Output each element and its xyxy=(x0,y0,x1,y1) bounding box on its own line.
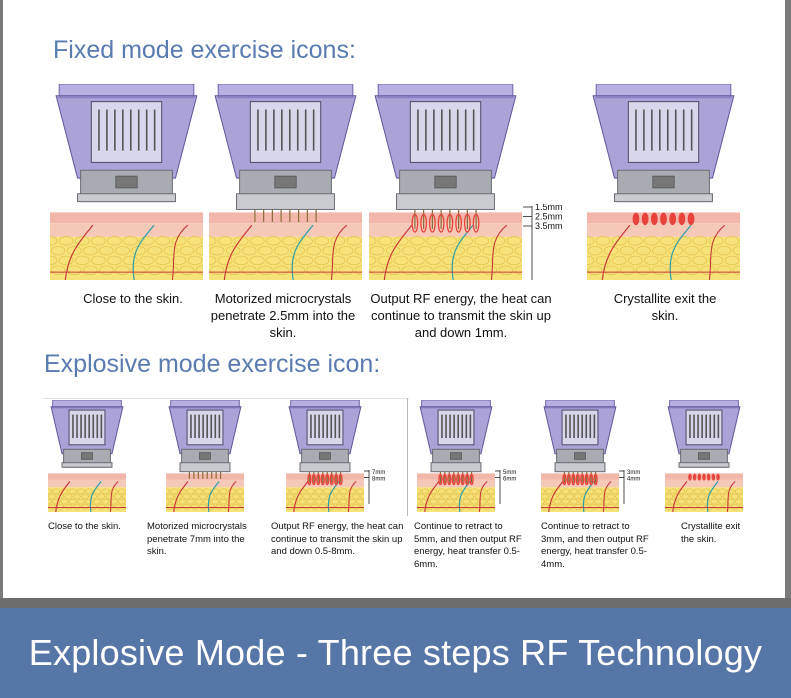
fixed-stage-2-skin xyxy=(201,212,370,281)
explosive-stage-6-illustration xyxy=(661,399,747,513)
explosive-stage-2-microneedles xyxy=(188,471,222,479)
explosive-stage-5-rf-energy xyxy=(562,473,598,486)
fixed-stage-4-device xyxy=(592,83,735,203)
explosive-stage-1-skin xyxy=(44,473,130,513)
fixed-stage-3 xyxy=(361,83,530,281)
explosive-stage-3-device xyxy=(288,399,362,473)
explosive-stage-3-skin xyxy=(282,473,368,513)
fixed-mode-heading: Fixed mode exercise icons: xyxy=(53,36,356,64)
explosive-depth-scale-1-label-1: 7mm xyxy=(372,470,385,476)
explosive-depth-scale-2-label-1: 5mm xyxy=(503,470,516,476)
explosive-stage-2-skin xyxy=(162,473,248,513)
explosive-stage-6-device xyxy=(667,399,741,468)
explosive-depth-scale-3-label-1: 3mm xyxy=(627,470,640,476)
fixed-stage-4 xyxy=(579,83,748,281)
explosive-stage-2-illustration xyxy=(162,399,248,513)
explosive-caption-3: Output RF energy, the heat can continue … xyxy=(271,521,404,557)
fixed-stage-1-illustration xyxy=(42,83,211,281)
fixed-stage-3-microneedles xyxy=(414,209,477,229)
explosive-stage-4-microneedles xyxy=(439,471,473,483)
fixed-stage-2-microneedles xyxy=(254,209,317,223)
fixed-stage-1-skin xyxy=(42,212,211,281)
explosive-caption-6: Crystallite exit the skin. xyxy=(681,521,741,545)
explosive-caption-1: Close to the skin. xyxy=(48,521,121,532)
explosive-stage-4-rf-energy xyxy=(438,473,474,486)
explosive-stage-5 xyxy=(537,399,623,513)
explosive-stage-5-device xyxy=(543,399,617,473)
explosive-stage-3-illustration xyxy=(282,399,368,513)
explosive-stage-5-illustration xyxy=(537,399,623,513)
explosive-stage-5-microneedles xyxy=(563,471,597,483)
explosive-stage-1-device xyxy=(50,399,124,468)
fixed-caption-2: Motorized microcrystals penetrate 2.5mm … xyxy=(210,291,356,340)
fixed-depth-scale-label-1: 1.5mm xyxy=(535,204,563,212)
explosive-depth-scale-2-label-2: 6mm xyxy=(503,477,516,483)
fixed-stage-1-device xyxy=(55,83,198,203)
footer-banner: Explosive Mode - Three steps RF Technolo… xyxy=(0,608,791,698)
explosive-stage-1 xyxy=(44,399,130,513)
explosive-stage-3-microneedles xyxy=(308,471,342,483)
explosive-stage-6 xyxy=(661,399,747,513)
explosive-stage-1-illustration xyxy=(44,399,130,513)
fixed-stage-2 xyxy=(201,83,370,281)
explosive-stage-6-rf-trace xyxy=(688,473,720,481)
fixed-stage-2-illustration xyxy=(201,83,370,281)
fixed-stage-3-illustration xyxy=(361,83,530,281)
explosive-stage-4-skin xyxy=(413,473,499,513)
explosive-caption-2: Motorized microcrystals penetrate 7mm in… xyxy=(147,521,247,557)
fixed-caption-4: Crystallite exit the skin. xyxy=(613,291,717,323)
explosive-depth-scale-1-label-2: 8mm xyxy=(372,477,385,483)
explosive-stage-3-rf-energy xyxy=(307,473,343,486)
explosive-stage-2-device xyxy=(168,399,242,473)
explosive-stage-4 xyxy=(413,399,499,513)
explosive-mode-heading: Explosive mode exercise icon: xyxy=(44,350,381,378)
footer-title: Explosive Mode - Three steps RF Technolo… xyxy=(28,632,763,673)
fixed-stage-4-rf-trace xyxy=(632,212,695,226)
fixed-caption-1: Close to the skin. xyxy=(83,291,183,306)
fixed-caption-3: Output RF energy, the heat can continue … xyxy=(370,291,552,340)
fixed-depth-scale-label-3: 3.5mm xyxy=(535,221,563,231)
fixed-stage-4-illustration xyxy=(579,83,748,281)
fixed-depth-scale-label-2: 2.5mm xyxy=(535,212,563,222)
footer-separator xyxy=(0,598,791,608)
explosive-stage-2 xyxy=(162,399,248,513)
explosive-divider xyxy=(407,398,408,516)
fixed-stage-3-rf-energy xyxy=(411,213,480,233)
fixed-stage-2-device xyxy=(214,83,357,210)
explosive-frame-line xyxy=(42,398,409,399)
explosive-stage-5-skin xyxy=(537,473,623,513)
explosive-caption-4: Continue to retract to 5mm, and then out… xyxy=(414,521,522,570)
explosive-depth-scale-3-label-2: 4mm xyxy=(627,477,640,483)
fixed-stage-1 xyxy=(42,83,211,281)
explosive-caption-5: Continue to retract to 3mm, and then out… xyxy=(541,521,649,570)
explosive-stage-4-device xyxy=(419,399,493,473)
explosive-stage-4-illustration xyxy=(413,399,499,513)
fixed-stage-3-skin xyxy=(361,212,530,281)
fixed-stage-3-device xyxy=(374,83,517,210)
explosive-stage-3 xyxy=(282,399,368,513)
